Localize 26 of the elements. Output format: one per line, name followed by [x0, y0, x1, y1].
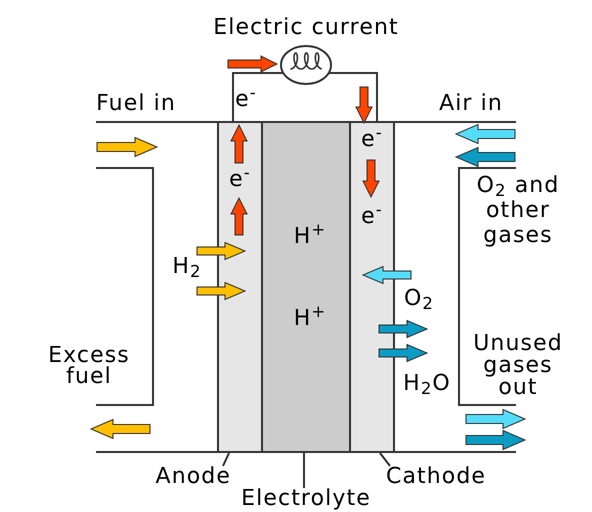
electron-label: e$^{-}$: [235, 89, 257, 111]
gas-label: H$_{2}$: [172, 256, 202, 278]
flow-label: Fuel in: [96, 93, 176, 115]
flow-label: O$_{2}$ and other gases: [476, 173, 560, 248]
gas-label: H$_{2}$O: [403, 373, 451, 395]
ion-label: H$^{+}$: [294, 308, 326, 330]
wire: [232, 72, 284, 121]
part-label: Anode: [156, 466, 231, 488]
electron-label: e$^{-}$: [361, 206, 383, 228]
gas-label: O$_{2}$: [404, 288, 434, 310]
electrolyte-layer: [261, 121, 351, 453]
lamp-symbol: [280, 45, 332, 85]
leader-line: [222, 452, 230, 466]
wire: [328, 72, 378, 121]
flow-label: Excess fuel: [47, 345, 131, 387]
cathode-plate: [349, 121, 395, 453]
part-label: Electrolyte: [241, 488, 371, 510]
circuit-label: Electric current: [213, 17, 399, 39]
electron-label: e$^{-}$: [229, 169, 251, 191]
flow-label: Unused gases out: [472, 333, 564, 399]
leader-line: [303, 453, 305, 488]
flow-label: Air in: [439, 93, 503, 115]
electron-label: e$^{-}$: [361, 129, 383, 151]
leader-line: [379, 452, 391, 467]
part-label: Cathode: [386, 466, 486, 488]
ion-label: H$^{+}$: [294, 226, 326, 248]
